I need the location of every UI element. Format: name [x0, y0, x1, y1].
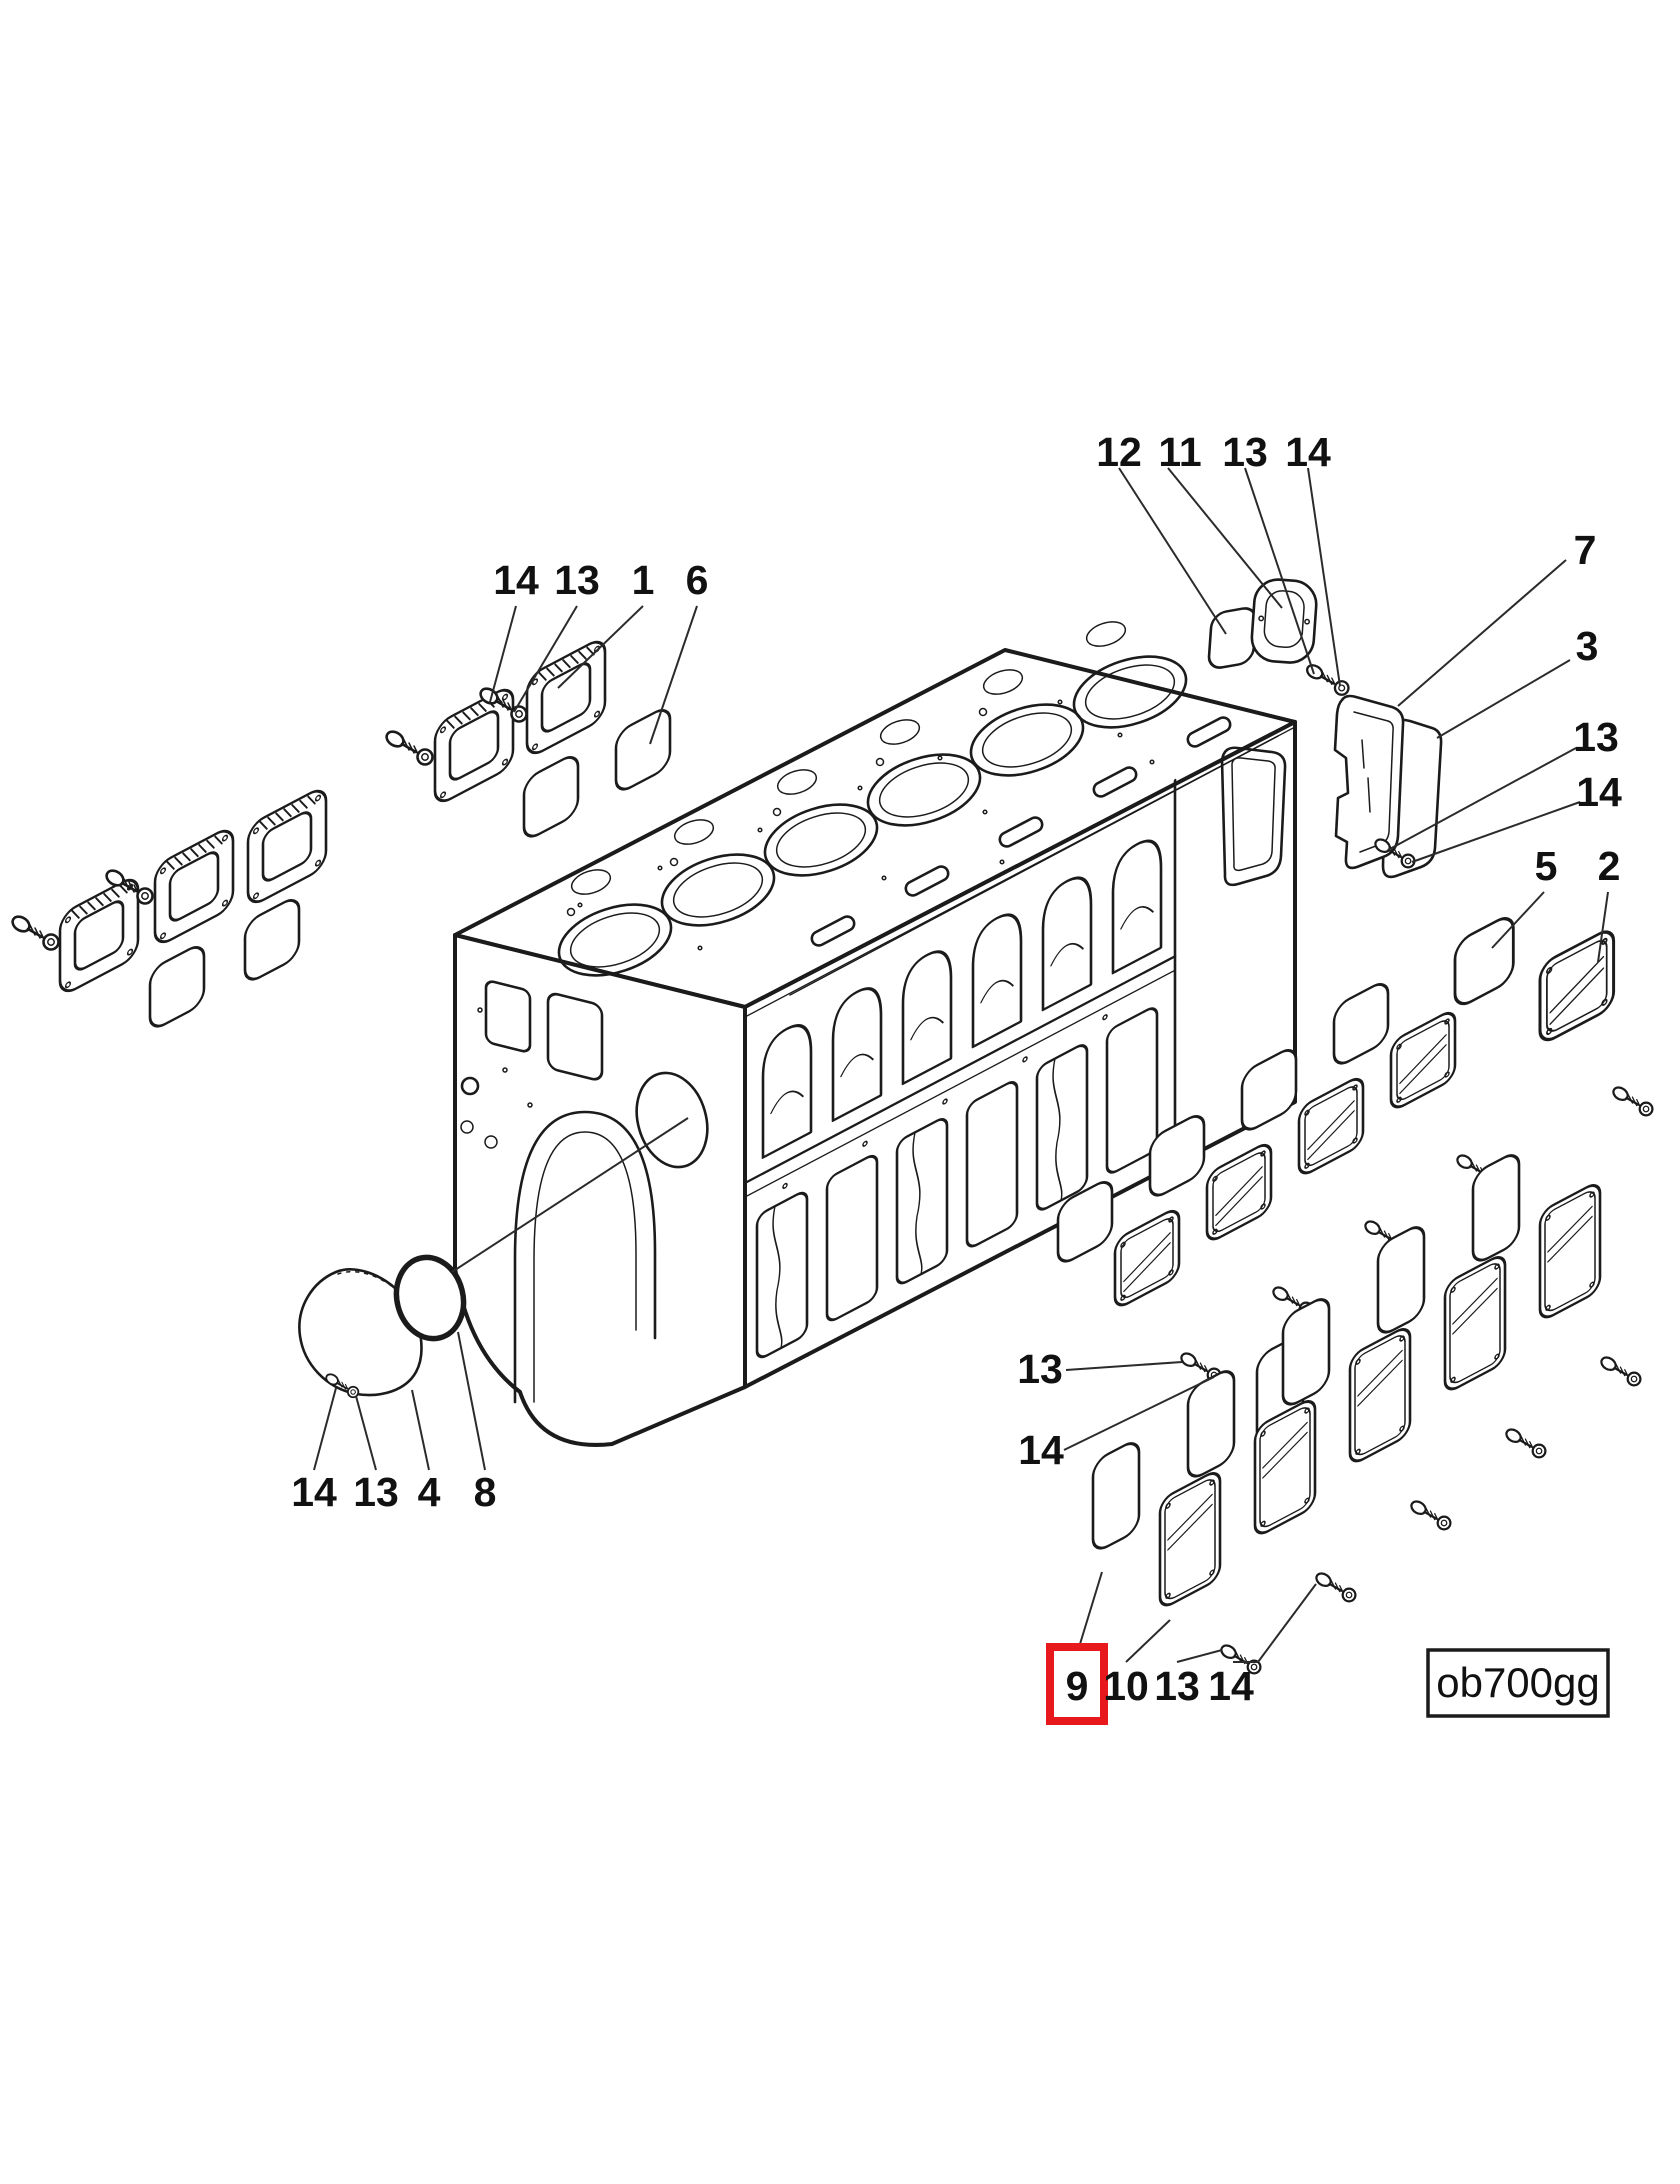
callout-bottom-left-8: 8 [474, 1469, 497, 1515]
callout-mid-13: 13 [1017, 1346, 1063, 1392]
end-face-window [1220, 746, 1287, 887]
highlight-box-part-9 [1046, 1643, 1108, 1725]
side-gasket [1281, 1292, 1331, 1412]
callout-right-13: 13 [1573, 714, 1619, 760]
side-cover [1389, 1006, 1457, 1114]
callout-top-left-1: 1 [632, 557, 655, 603]
screw [8, 912, 60, 951]
flat-gasket-6 [614, 703, 672, 797]
screw [1598, 1353, 1642, 1387]
side-cover [1443, 1251, 1507, 1396]
callout-top-center-11: 11 [1158, 429, 1201, 475]
cover-frame [246, 783, 328, 910]
callout-top-center-14: 14 [1285, 429, 1331, 475]
side-cover-2 [1538, 924, 1616, 1047]
side-gasket-9 [1091, 1436, 1141, 1556]
callout-mid-14: 14 [1018, 1427, 1064, 1473]
flat-gasket [243, 893, 301, 987]
callout-labels: 14 13 1 6 12 11 13 14 7 3 13 14 5 2 13 1… [291, 429, 1622, 1725]
side-cover [1348, 1323, 1412, 1468]
flat-gasket [148, 940, 206, 1034]
front-cover-group [298, 1117, 689, 1399]
side-gasket-5 [1453, 910, 1515, 1012]
side-face-openings [743, 726, 1296, 1359]
cylinder-block [453, 621, 1297, 1447]
callout-bottom-left-4: 4 [418, 1469, 441, 1515]
screw [1313, 1569, 1357, 1603]
callout-top-left-6: 6 [686, 557, 709, 603]
callout-top-left-13: 13 [554, 557, 600, 603]
end-cover-group [1333, 694, 1443, 879]
leader-8-to-block [451, 1117, 689, 1273]
left-end-face [460, 980, 709, 1404]
end-cover-7 [1333, 694, 1405, 870]
figure-code-box: ob700gg [1426, 1648, 1610, 1718]
top-cover-group [1207, 578, 1350, 696]
cover-frame [153, 823, 235, 950]
cylinder-bores [557, 621, 1188, 977]
callout-top-center-13: 13 [1222, 429, 1268, 475]
callout-bottom-9-highlighted: 9 [1066, 1663, 1089, 1709]
cover-frame [58, 872, 140, 999]
leader-lines [313, 467, 1609, 1663]
side-gasket [1376, 1220, 1426, 1340]
screw [1610, 1083, 1654, 1117]
top-cover-11 [1250, 578, 1318, 664]
callout-right-14: 14 [1576, 769, 1622, 815]
side-cover [1297, 1072, 1365, 1180]
top-face-dots [577, 699, 1155, 951]
callout-bottom-13: 13 [1154, 1663, 1200, 1709]
screw [1408, 1497, 1452, 1531]
callout-bottom-14: 14 [1208, 1663, 1254, 1709]
side-cover [1113, 1204, 1181, 1312]
side-gasket [1186, 1364, 1236, 1484]
side-cover [1205, 1138, 1273, 1246]
callout-right-2: 2 [1598, 843, 1621, 889]
callout-top-center-12: 12 [1096, 429, 1142, 475]
flat-gasket [522, 750, 580, 844]
side-cover [1538, 1179, 1602, 1324]
callout-bottom-10: 10 [1103, 1663, 1149, 1709]
screw [1503, 1425, 1547, 1459]
callout-right-7: 7 [1574, 527, 1597, 573]
screw [382, 727, 434, 766]
figure-code-label: ob700gg [1436, 1659, 1600, 1706]
callout-right-3: 3 [1576, 623, 1599, 669]
side-gasket [1471, 1148, 1521, 1268]
callout-right-5: 5 [1535, 843, 1558, 889]
seal-ring-8 [393, 1254, 467, 1342]
side-gasket [1332, 977, 1390, 1071]
side-cover-10 [1158, 1467, 1222, 1612]
callout-bottom-left-13: 13 [353, 1469, 399, 1515]
callout-bottom-left-14: 14 [291, 1469, 337, 1515]
callout-top-left-14: 14 [493, 557, 539, 603]
